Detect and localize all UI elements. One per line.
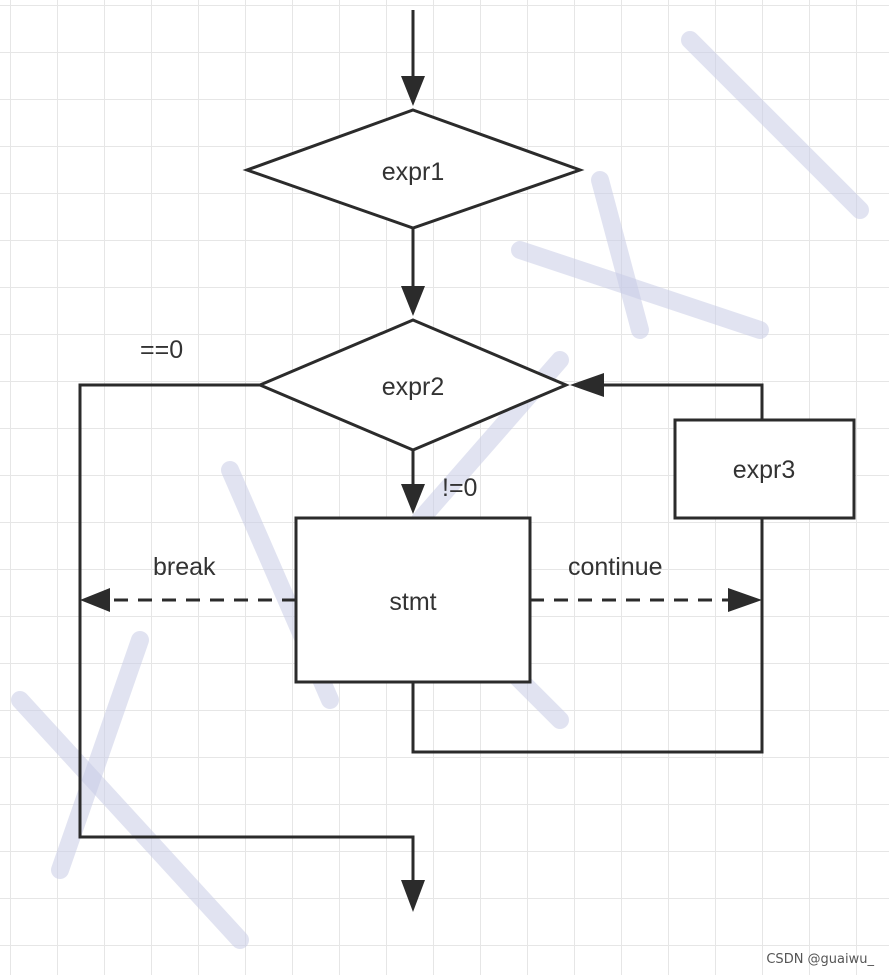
expr2-to-stmt-arrowhead xyxy=(401,484,425,514)
expr1-label: expr1 xyxy=(382,158,445,186)
entry-arrowhead xyxy=(401,76,425,106)
continue-label: continue xyxy=(568,553,663,581)
break-label: break xyxy=(153,553,216,581)
csdn-watermark: CSDN @guaiwu_ xyxy=(766,952,874,967)
expr2-label: expr2 xyxy=(382,373,445,401)
eq-zero-label: ==0 xyxy=(140,336,183,364)
expr1-to-expr2-arrowhead xyxy=(401,286,425,316)
not-zero-label: !=0 xyxy=(442,474,477,502)
exit-path-line xyxy=(78,383,415,885)
loop-back-line xyxy=(411,518,764,754)
expr3-box xyxy=(673,418,856,520)
continue-arrowhead xyxy=(728,588,762,612)
expr3-label: expr3 xyxy=(733,456,796,484)
expr3-to-expr2-arrowhead xyxy=(570,373,604,397)
exit-arrowhead xyxy=(401,880,425,912)
expr3-to-expr2-line xyxy=(598,383,764,420)
break-arrowhead xyxy=(80,588,110,612)
stmt-label: stmt xyxy=(389,588,436,616)
